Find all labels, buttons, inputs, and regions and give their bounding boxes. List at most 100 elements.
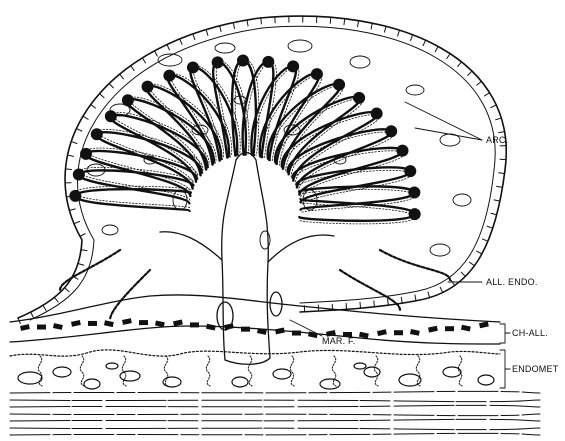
muscle-line xyxy=(10,391,540,393)
lacuna xyxy=(350,56,370,68)
capsule-tick xyxy=(66,169,72,170)
lacuna xyxy=(406,85,424,95)
arcade-tip xyxy=(187,61,199,73)
capsule-tick xyxy=(491,105,496,107)
capsule-tick xyxy=(206,30,208,36)
arcade-tip xyxy=(91,128,103,140)
capsule-tick xyxy=(384,26,386,32)
lacuna xyxy=(453,194,471,206)
trophoblast-cell xyxy=(206,324,216,331)
basal-fold xyxy=(340,270,400,310)
capsule-tick xyxy=(80,234,85,237)
gland-oval xyxy=(53,367,71,377)
capsule-tick xyxy=(482,239,488,241)
muscle-line xyxy=(10,419,540,421)
arcade-tip xyxy=(404,165,416,177)
arcade-tip xyxy=(69,190,81,202)
capsule-tick xyxy=(435,46,438,51)
trophoblast-cell xyxy=(155,321,165,328)
capsule-tick xyxy=(447,54,450,59)
trophoblast-cell xyxy=(53,323,63,330)
label-ch-all: CH-ALL. xyxy=(512,328,548,338)
arcade-tip xyxy=(163,70,175,82)
muscle-line xyxy=(10,414,540,416)
capsule-tick xyxy=(458,62,462,67)
capsule-tick xyxy=(423,40,426,45)
muscle-line xyxy=(10,428,540,430)
capsule-tick xyxy=(154,51,157,56)
trophoblast-cell xyxy=(88,321,97,326)
capsule-tick xyxy=(78,263,84,265)
arcade-tip xyxy=(396,145,408,157)
capsule-tick xyxy=(487,226,493,228)
gland-duct xyxy=(332,356,336,386)
capsule-tick xyxy=(100,94,104,98)
capsule-tick xyxy=(193,34,195,40)
basal-fold xyxy=(60,250,120,290)
lacuna xyxy=(430,244,450,256)
trophoblast-cell xyxy=(20,324,30,331)
capsule-tick xyxy=(494,200,500,201)
capsule-tick xyxy=(91,105,96,109)
gland-oval xyxy=(106,363,118,369)
gland-duct xyxy=(206,356,210,386)
trophoblast-cell xyxy=(292,331,301,336)
trophoblast-cell xyxy=(394,330,403,335)
gland-oval xyxy=(232,377,248,387)
capsule-tick xyxy=(497,186,503,187)
capsule-tick xyxy=(477,251,482,254)
capsule-tick xyxy=(142,58,145,63)
trophoblast-cell xyxy=(377,329,387,336)
capsule-tick xyxy=(261,18,262,24)
gland-oval xyxy=(18,372,42,384)
capsule-tick xyxy=(440,287,443,292)
capsule-tick xyxy=(71,142,77,144)
gland-duct xyxy=(164,356,168,386)
trophoblast-cell xyxy=(445,326,454,331)
capsule-tick xyxy=(65,288,70,292)
plate-edge xyxy=(10,326,500,344)
arcade-tip xyxy=(408,186,420,198)
capsule-tick xyxy=(31,312,34,317)
capsule-tick xyxy=(491,213,497,215)
capsule-tick xyxy=(371,23,372,29)
arcade-tip xyxy=(80,148,92,160)
capsule-tick xyxy=(220,26,221,32)
capsule-tick xyxy=(74,221,80,223)
capsule-tick xyxy=(496,118,502,120)
capsule-tick xyxy=(401,297,402,303)
basal-fold xyxy=(110,270,150,320)
trophoblast-cell xyxy=(479,321,489,328)
capsule-tick xyxy=(247,20,248,26)
capsule-tick xyxy=(499,173,505,174)
trophoblast-cell xyxy=(173,319,183,326)
capsule-tick xyxy=(180,39,182,45)
arcade-tip xyxy=(287,60,299,72)
label-arc: ARC. xyxy=(486,135,508,145)
capsule-tick xyxy=(415,295,416,301)
label-mar-f: MAR. F. xyxy=(322,336,355,346)
trophoblast-cell xyxy=(37,325,46,330)
capsule-tick xyxy=(451,281,454,286)
arcade-tip xyxy=(409,208,421,220)
arcade-tip xyxy=(212,56,224,68)
capsule-tick xyxy=(470,262,475,266)
muscle-line xyxy=(10,433,540,435)
capsule-tick xyxy=(428,292,430,298)
gland-oval xyxy=(273,369,291,379)
basal-fold xyxy=(380,250,450,280)
trophoblast-cell xyxy=(122,318,132,325)
arcade-tip xyxy=(311,68,323,80)
trophoblast-cell xyxy=(139,320,148,325)
capsule-tick xyxy=(120,74,124,79)
lacuna xyxy=(102,225,118,235)
capsule-tick xyxy=(468,71,472,75)
arcade-tip xyxy=(353,92,365,104)
capsule-tick xyxy=(54,297,58,302)
label-endomet: ENDOMET xyxy=(512,364,559,374)
gland-oval xyxy=(120,371,140,381)
gland-duct xyxy=(416,356,420,386)
arcade-tip xyxy=(262,56,274,68)
capsule-tick xyxy=(344,19,345,25)
